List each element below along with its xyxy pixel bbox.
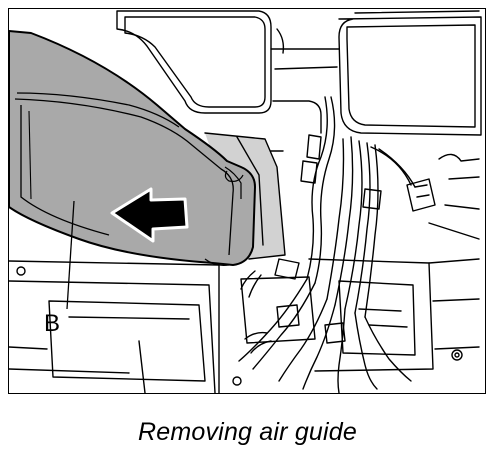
lower-frame-structure — [9, 258, 480, 393]
left-arrow-icon — [110, 187, 189, 243]
center-panel-outline — [270, 28, 340, 134]
air-guide-removal-illustration: B — [9, 10, 482, 393]
callout-label-b: B — [44, 310, 60, 337]
vent-housing-right — [338, 10, 482, 136]
callout-b: B — [44, 200, 75, 337]
illustration-frame: B — [8, 8, 486, 394]
air-guide-component — [9, 30, 256, 266]
vent-housing-left — [116, 10, 272, 114]
figure-caption: Removing air guide — [138, 418, 357, 446]
right-bracket — [406, 153, 480, 240]
wiring-harness — [238, 96, 416, 393]
